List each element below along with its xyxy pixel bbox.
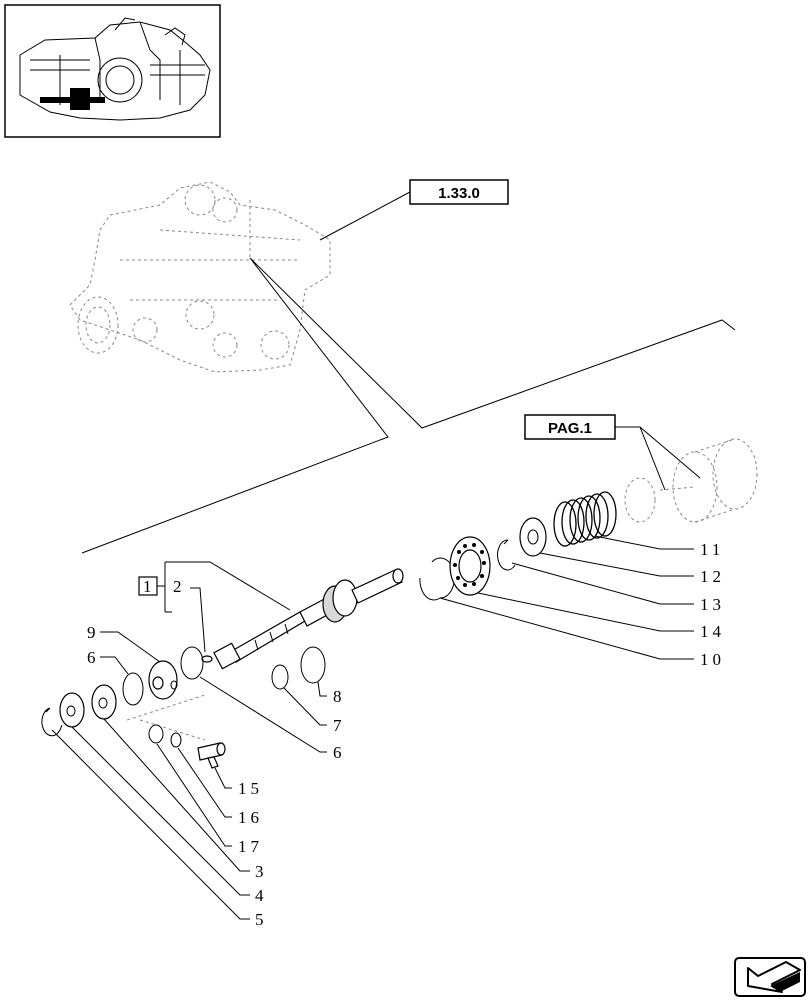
callout-17[interactable]: 17 — [238, 837, 263, 856]
leader-section-ref — [319, 191, 411, 241]
snap-ring-part-13[interactable] — [497, 539, 516, 571]
housing-ghost — [69, 181, 331, 373]
ring-part-16[interactable] — [170, 732, 182, 748]
washer-part-3[interactable] — [91, 684, 117, 720]
leader-4 — [71, 726, 250, 896]
snap-ring-part-5[interactable] — [41, 707, 63, 737]
ring-part-7[interactable] — [271, 664, 289, 690]
ghost-gear — [624, 438, 758, 523]
assembly-index-box[interactable]: 1 — [138, 576, 158, 596]
svg-text:1.33.0: 1.33.0 — [438, 185, 480, 202]
leader-12 — [539, 552, 694, 577]
callout-10[interactable]: 10 — [700, 650, 725, 669]
ring-part-8[interactable] — [300, 646, 326, 684]
spring-part-11[interactable] — [553, 491, 617, 547]
leader-page-ref — [615, 426, 701, 491]
callout-6-right[interactable]: 6 — [333, 743, 346, 762]
leader-15 — [214, 767, 232, 789]
next-page-arrow-icon[interactable] — [734, 957, 806, 997]
leader-7 — [283, 687, 327, 726]
bearing-part-14[interactable] — [449, 536, 491, 596]
ring-part-17[interactable] — [148, 724, 164, 744]
section-ref-box[interactable]: 1.33.0 — [409, 179, 509, 205]
main-shaft[interactable] — [213, 568, 404, 670]
assembly-dashed-bracket — [126, 694, 206, 741]
callout-4[interactable]: 4 — [255, 886, 268, 905]
leader-2 — [190, 587, 206, 653]
callout-9[interactable]: 9 — [87, 623, 100, 642]
detail-cutout-outline — [81, 257, 736, 554]
pin-part-2[interactable] — [201, 655, 213, 663]
leader-14 — [477, 592, 694, 632]
leader-8 — [317, 681, 327, 697]
callout-16[interactable]: 16 — [238, 808, 263, 827]
svg-text:1: 1 — [143, 577, 156, 596]
snap-ring-part-10[interactable] — [419, 557, 455, 601]
leader-16 — [177, 747, 232, 818]
leader-11 — [594, 535, 694, 550]
leader-10 — [439, 597, 694, 660]
o-ring-part-6b[interactable] — [180, 646, 204, 680]
overview-thumbnail[interactable] — [4, 4, 221, 138]
leader-13 — [511, 562, 694, 605]
leader-6-right — [199, 676, 327, 753]
leader-5 — [51, 729, 250, 920]
leader-6-left — [100, 656, 129, 675]
leader-17 — [156, 743, 232, 847]
callout-7[interactable]: 7 — [333, 716, 346, 735]
svg-text:PAG.1: PAG.1 — [548, 420, 592, 437]
callout-8[interactable]: 8 — [333, 687, 346, 706]
callout-2[interactable]: 2 — [173, 577, 186, 596]
callout-15[interactable]: 15 — [238, 779, 263, 798]
callout-3[interactable]: 3 — [255, 862, 268, 881]
leader-3 — [103, 718, 250, 872]
leader-9 — [100, 631, 161, 663]
callout-6-left[interactable]: 6 — [87, 648, 100, 667]
callout-5[interactable]: 5 — [255, 910, 268, 929]
index-bracket — [157, 561, 291, 613]
callout-14[interactable]: 14 — [700, 622, 725, 641]
o-ring-part-6a[interactable] — [122, 672, 144, 706]
washer-part-12[interactable] — [519, 517, 547, 557]
fitting-part-15[interactable] — [197, 742, 226, 769]
callout-12[interactable]: 12 — [700, 567, 725, 586]
callout-13[interactable]: 13 — [700, 595, 725, 614]
bushing-part-9[interactable] — [148, 660, 178, 700]
callout-11[interactable]: 11 — [700, 540, 724, 559]
page-ref-box[interactable]: PAG.1 — [524, 414, 616, 440]
washer-part-4[interactable] — [59, 692, 85, 728]
